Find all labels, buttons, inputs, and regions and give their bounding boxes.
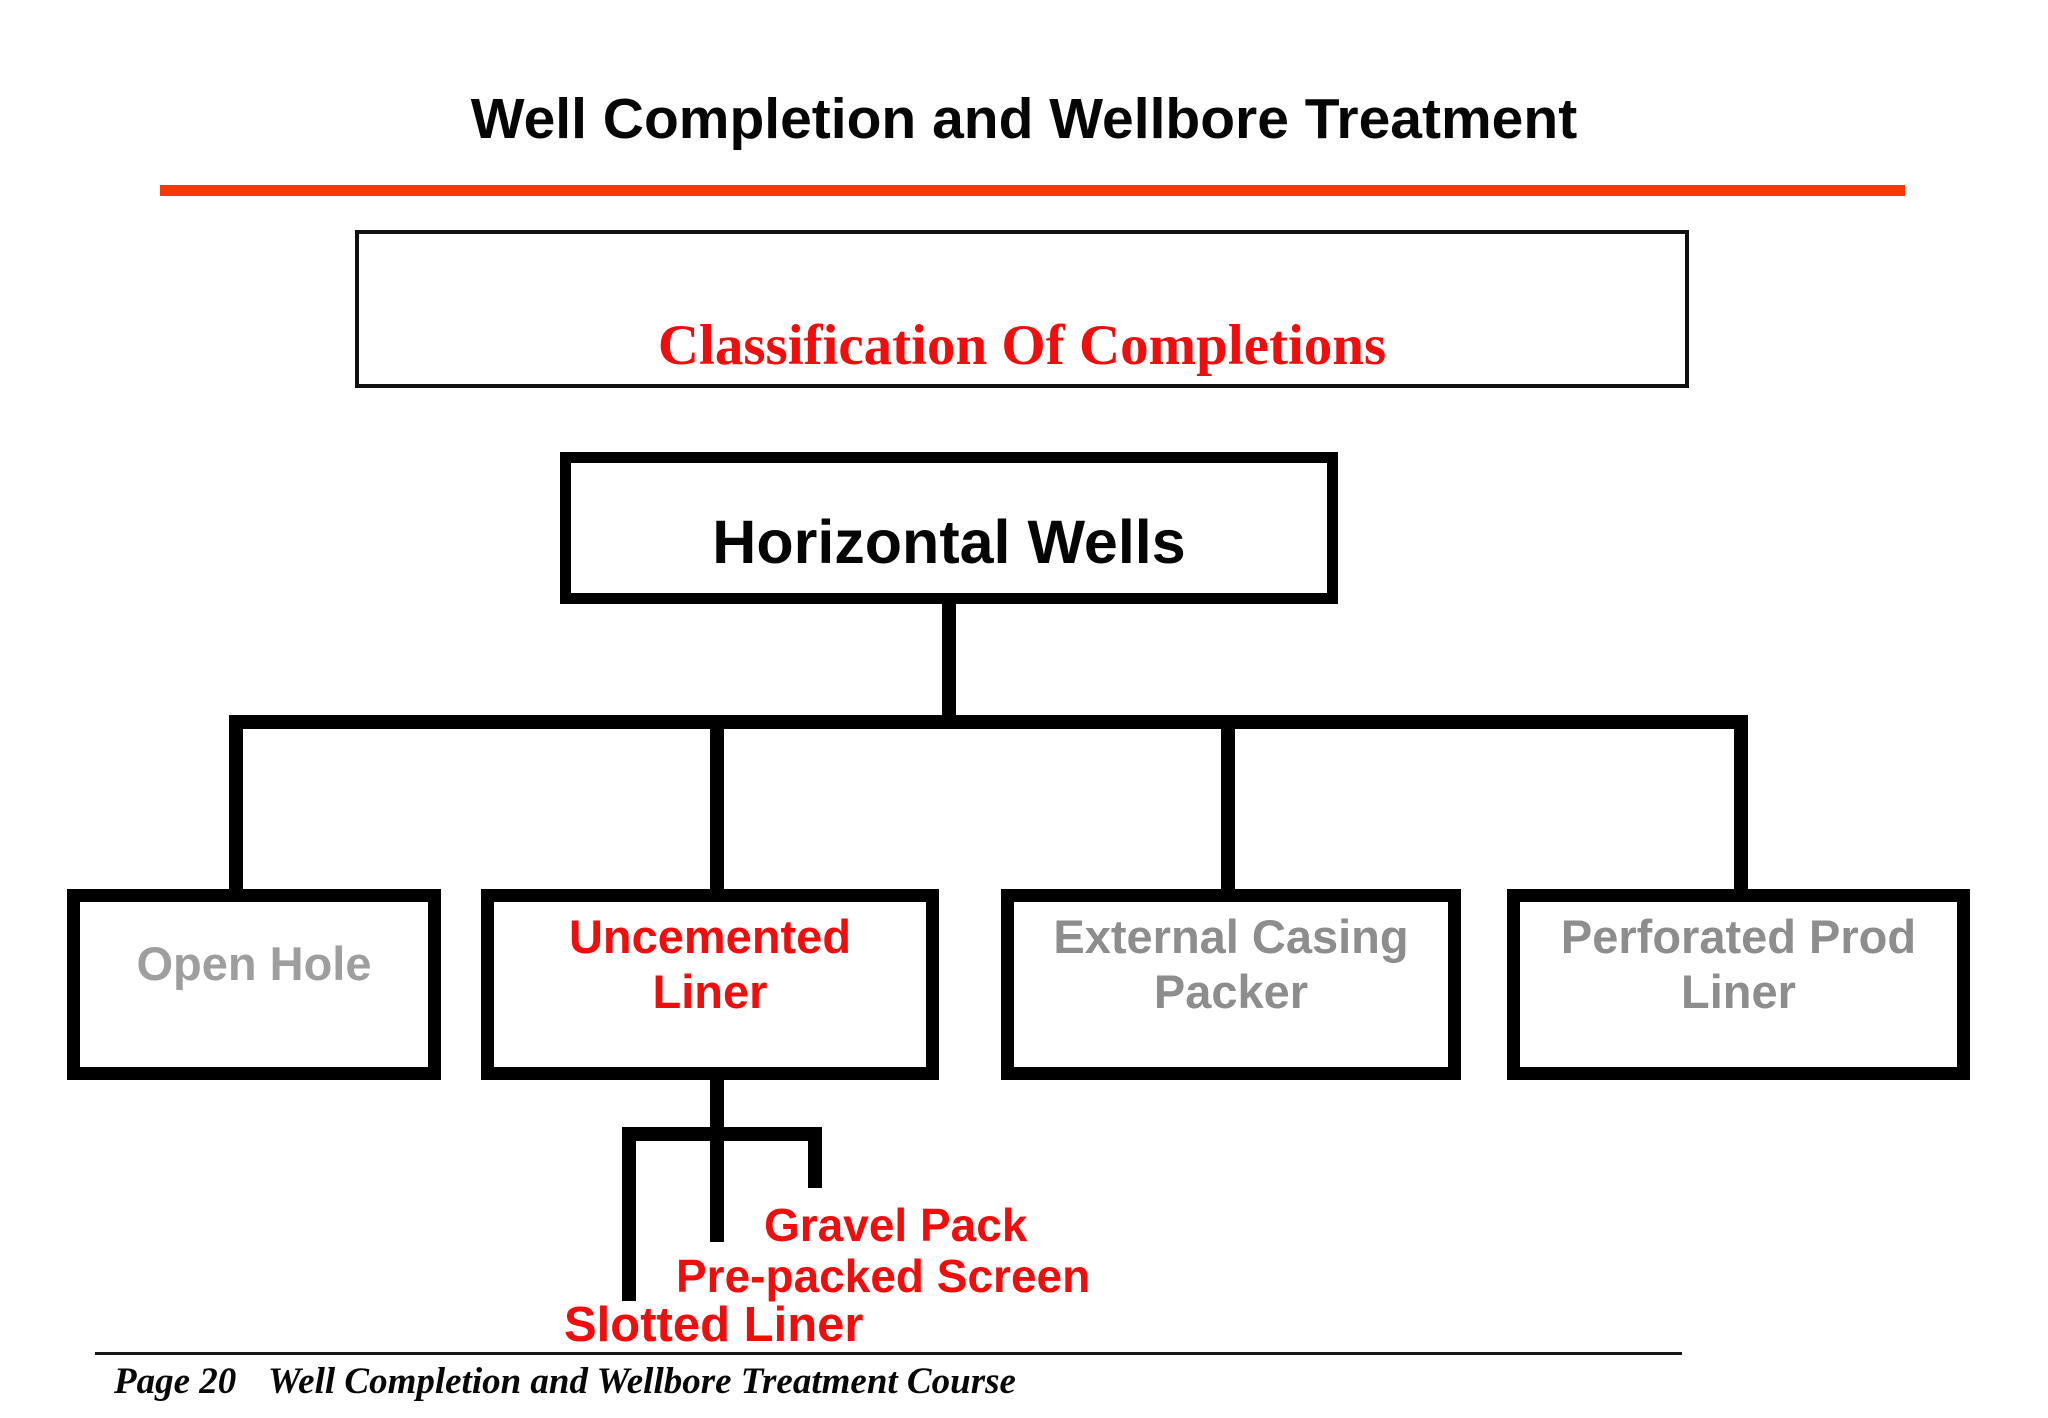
sub-branch-left-prong	[622, 1127, 636, 1301]
box-uncemented-liner: Uncemented Liner	[481, 889, 939, 1080]
tree-connector-bar	[229, 715, 1748, 729]
sub-branch-stem	[710, 1079, 724, 1242]
label-slotted-liner: Slotted Liner	[564, 1298, 864, 1352]
uncemented-liner-label: Uncemented Liner	[568, 910, 852, 1018]
horizontal-wells-label: Horizontal Wells	[712, 508, 1186, 576]
connector-drop-uncemented-liner	[710, 729, 724, 889]
classification-label: Classification Of Completions	[657, 313, 1387, 377]
connector-drop-open-hole	[229, 729, 243, 889]
root-connector-line	[942, 602, 956, 722]
sub-branch-bar	[622, 1127, 822, 1141]
box-open-hole: Open Hole	[67, 889, 441, 1080]
label-gravel-pack: Gravel Pack	[764, 1199, 1028, 1251]
external-casing-packer-label: External Casing Packer	[1053, 910, 1409, 1018]
horizontal-wells-box: Horizontal Wells	[560, 452, 1338, 604]
sub-branch-right-prong	[808, 1127, 822, 1188]
footer-page-number: Page 20	[114, 1361, 237, 1402]
slide-title: Well Completion and Wellbore Treatment	[470, 87, 1578, 151]
connector-drop-external-casing	[1221, 729, 1235, 889]
connector-drop-perforated-prod	[1734, 729, 1748, 889]
label-pre-packed-screen: Pre-packed Screen	[676, 1250, 1091, 1302]
footer-divider	[95, 1352, 1682, 1355]
perforated-prod-liner-label: Perforated Prod Liner	[1560, 910, 1917, 1018]
box-external-casing-packer: External Casing Packer	[1001, 889, 1461, 1080]
footer-course-title: Well Completion and Wellbore Treatment C…	[268, 1361, 1016, 1402]
open-hole-label: Open Hole	[136, 937, 372, 991]
box-perforated-prod-liner: Perforated Prod Liner	[1507, 889, 1970, 1080]
title-underline-rule	[160, 185, 1905, 196]
classification-box: Classification Of Completions	[355, 230, 1689, 388]
